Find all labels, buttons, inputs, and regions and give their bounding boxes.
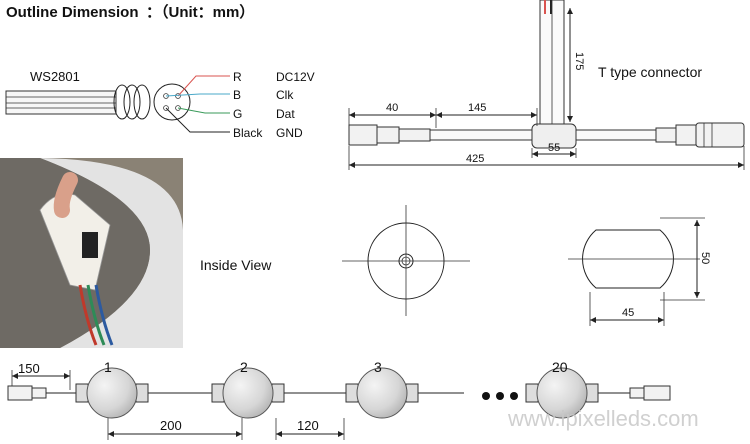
pin-black-signal: GND: [276, 126, 303, 140]
dim-120: 120: [297, 418, 319, 433]
pin-g-wire: G: [233, 107, 242, 121]
pin-b-signal: Clk: [276, 88, 294, 102]
front-view: [342, 205, 470, 316]
pixel-node-20: [525, 367, 599, 419]
dim-45: 45: [622, 307, 634, 319]
ellipsis-dot: [496, 392, 504, 400]
wire-black: [165, 107, 230, 133]
pin-g-signal: Dat: [276, 107, 295, 121]
watermark: www.ipixelleds.com: [507, 406, 699, 431]
wire-b: [165, 93, 230, 97]
inside-view-label: Inside View: [200, 257, 272, 273]
dim-175: 175: [573, 52, 585, 70]
pin-b-wire: B: [233, 88, 241, 102]
pixel-node-2: [211, 367, 285, 419]
wire-g: [177, 107, 230, 114]
pin-r-wire: R: [233, 70, 242, 84]
t-connector-title: T type connector: [598, 64, 702, 80]
ellipsis-dot: [510, 392, 518, 400]
pinout-diagram: WS2801 R B G Black DC12V Clk Dat GND: [5, 69, 315, 140]
dim-40: 40: [386, 102, 398, 114]
header-title: Outline Dimension: [6, 4, 139, 21]
ellipsis-dot: [482, 392, 490, 400]
dim-145: 145: [468, 102, 486, 114]
node-label-3: 3: [374, 359, 382, 375]
pin-r-signal: DC12V: [276, 70, 315, 84]
dim-200: 200: [160, 418, 182, 433]
dim-50: 50: [699, 252, 711, 264]
dim-55: 55: [548, 142, 560, 154]
pixel-chain: 1 2 3 20 150 200 120: [7, 359, 671, 440]
pin-black-wire: Black: [233, 126, 263, 140]
node-label-1: 1: [104, 359, 112, 375]
chip-label: WS2801: [30, 69, 80, 84]
connector-face: [153, 83, 191, 121]
t-connector-drawing: T type connector 40 145 175 55: [348, 0, 745, 170]
pixel-node-3: [345, 367, 419, 419]
flat-cable: [5, 90, 117, 115]
node-label-20: 20: [552, 359, 568, 375]
pixel-node-1: [75, 367, 149, 419]
dim-425: 425: [466, 153, 484, 165]
header-unit: ：（Unit：mm）: [146, 3, 254, 21]
dim-150: 150: [18, 361, 40, 376]
t-junction-body: [531, 123, 577, 149]
side-view: 50 45: [568, 217, 711, 326]
inside-photo: [0, 158, 183, 348]
wire-r: [177, 75, 230, 97]
node-label-2: 2: [240, 359, 248, 375]
